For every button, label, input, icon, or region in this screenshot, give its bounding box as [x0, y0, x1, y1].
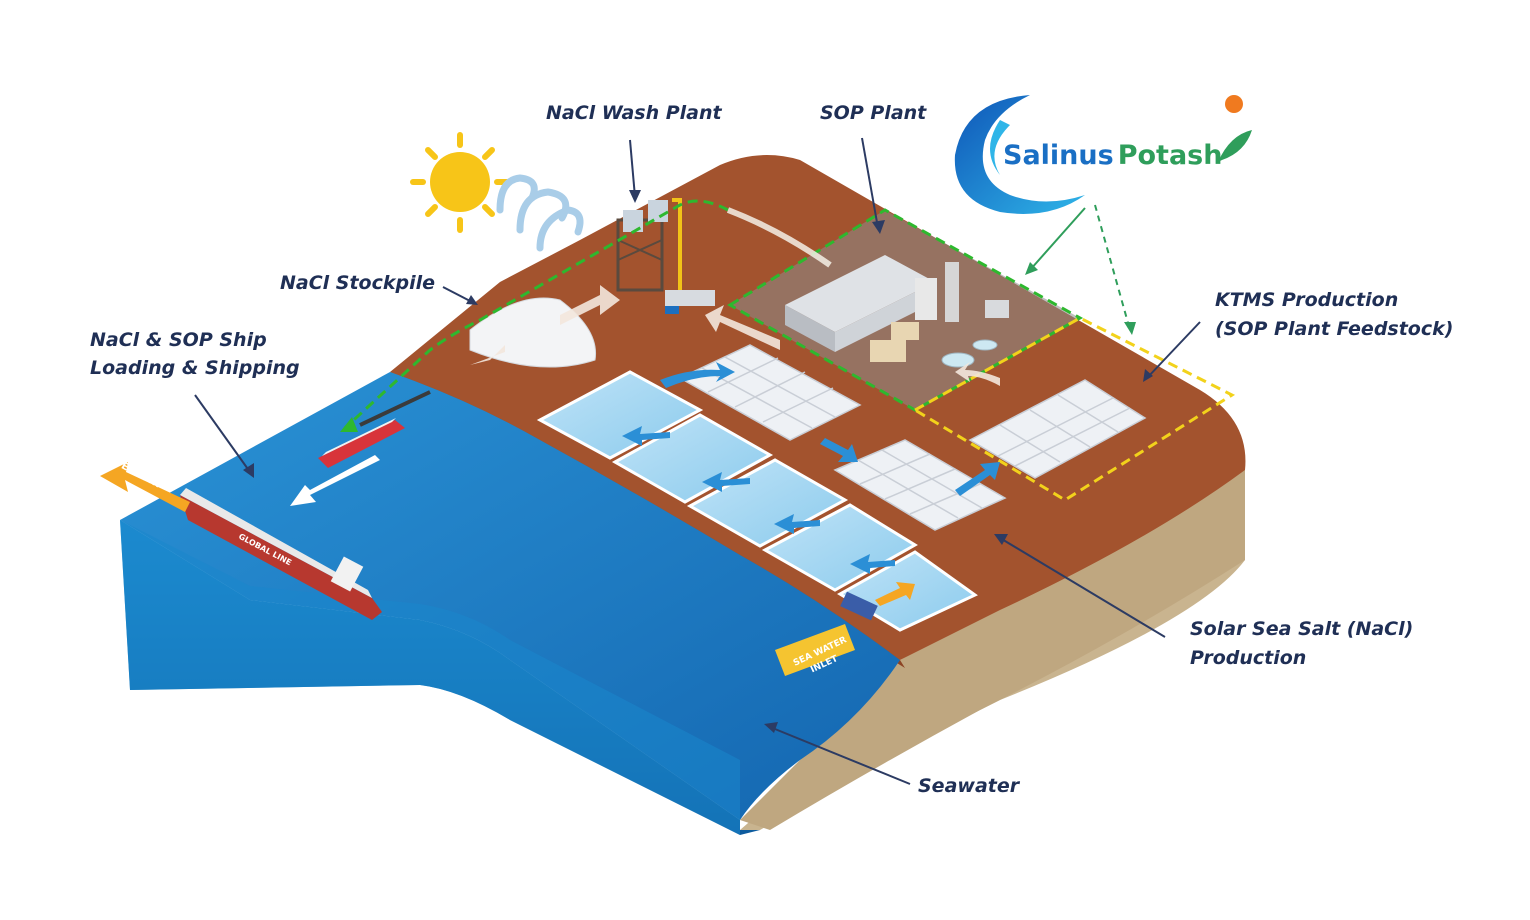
ship-loading-conveyor	[359, 390, 431, 427]
flow-arrows	[290, 285, 1000, 606]
logo-word-potash: Potash	[1118, 140, 1223, 171]
sop-product-route	[343, 199, 729, 430]
leaf-icon	[1218, 130, 1252, 162]
route-arrowhead	[340, 417, 358, 432]
export-arrow	[100, 462, 190, 512]
nacl-wash-plant-structure	[616, 198, 715, 314]
bulk-carrier-ship	[180, 488, 382, 620]
inlet-gate	[840, 591, 878, 621]
logo-pointers	[1025, 204, 1136, 335]
leader-lines	[194, 137, 1201, 785]
sop-plant-buildings	[785, 255, 1009, 368]
feeder-ship	[318, 418, 405, 468]
sop-feed-route	[726, 207, 832, 268]
label-ship-loading-line1: NaCl & SOP Ship	[90, 329, 267, 351]
salinus-potash-logo	[954, 95, 1252, 214]
label-ktms-line1: KTMS Production	[1215, 289, 1399, 311]
ktms-harvest-grid	[968, 379, 1147, 479]
ktms-boundary	[912, 316, 1236, 502]
sun-icon	[410, 132, 510, 233]
label-solar-salt-line2: Production	[1190, 647, 1307, 669]
label-sop-plant: SOP Plant	[820, 102, 927, 124]
leader-arrowheads	[243, 190, 1153, 733]
sea-water-inlet-sign	[775, 624, 855, 676]
sea-cross-section-front	[120, 520, 740, 835]
logo-word-salinus: Salinus	[1003, 140, 1114, 171]
label-solar-salt-line1: Solar Sea Salt (NaCl)	[1190, 618, 1414, 640]
wind-icon	[496, 174, 584, 252]
label-seawater: Seawater	[918, 775, 1020, 797]
label-ktms-line2: (SOP Plant Feedstock)	[1215, 318, 1454, 340]
label-nacl-wash-plant: NaCl Wash Plant	[546, 102, 722, 124]
label-nacl-stockpile: NaCl Stockpile	[280, 272, 436, 294]
land-front-sand	[740, 470, 1245, 830]
label-ship-loading-line2: Loading & Shipping	[90, 357, 300, 379]
sea-surface	[120, 372, 900, 820]
logo-dot	[1225, 95, 1243, 113]
